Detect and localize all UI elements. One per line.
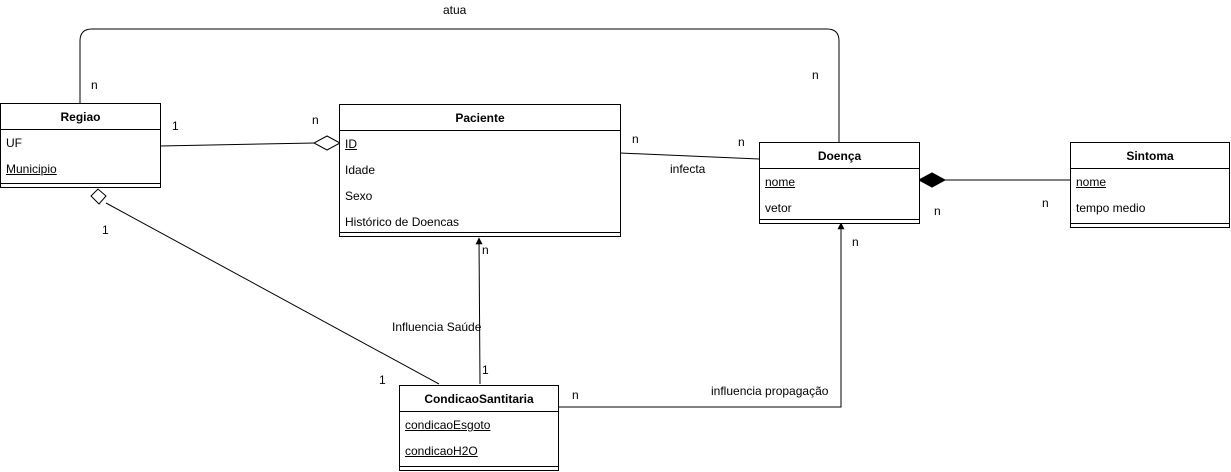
entity-regiao[interactable]: Regiao UF Municipio — [0, 103, 161, 188]
card-sintoma-doenca: n — [934, 204, 941, 218]
entity-condicao-santitaria[interactable]: CondicaoSantitaria condicaoEsgoto condic… — [399, 385, 559, 471]
entity-paciente-methods-divider — [340, 232, 620, 233]
entity-condicao-title: CondicaoSantitaria — [400, 386, 558, 412]
card-propagacao-condicao: n — [572, 388, 579, 402]
aggregation-diamond-regiao — [90, 188, 107, 205]
attribute-sexo: Sexo — [345, 189, 373, 203]
edge-influencia-saude[interactable] — [475, 237, 483, 385]
label-influencia-propagacao: influencia propagação — [711, 384, 829, 398]
attribute-id: ID — [345, 137, 357, 151]
card-saude-paciente: n — [482, 243, 489, 257]
attribute-condicao-esgoto: condicaoEsgoto — [405, 418, 491, 432]
attribute-doenca-nome: nome — [765, 175, 796, 189]
attribute-condicao-h2o: condicaoH2O — [405, 444, 478, 458]
attribute-vetor: vetor — [765, 201, 792, 215]
entity-regiao-methods-divider — [1, 183, 160, 184]
entity-doenca-methods-divider — [760, 219, 919, 220]
card-atua-doenca: n — [812, 68, 819, 82]
card-propagacao-doenca: n — [852, 235, 859, 249]
attribute-sintoma-nome: nome — [1076, 175, 1107, 189]
entity-doenca[interactable]: Doença nome vetor — [759, 142, 920, 224]
card-condicao-condicao: 1 — [379, 373, 386, 387]
edge-regiao-paciente[interactable] — [159, 142, 316, 147]
card-infecta-doenca: n — [738, 135, 745, 149]
entity-regiao-title: Regiao — [1, 104, 160, 130]
card-atua-regiao: n — [91, 78, 98, 92]
attribute-idade: Idade — [345, 163, 376, 177]
edge-influencia-propagacao[interactable] — [559, 222, 845, 408]
entity-sintoma-methods-divider — [1071, 223, 1229, 224]
attribute-tempo-medio: tempo medio — [1076, 201, 1146, 215]
attribute-historico-de-doencas: Histórico de Doencas — [345, 215, 460, 229]
entity-sintoma-title: Sintoma — [1071, 143, 1229, 169]
card-regiao-paciente-regiao: 1 — [172, 119, 179, 133]
card-condicao-regiao: 1 — [102, 223, 109, 237]
label-influencia-saude: Influencia Saúde — [392, 320, 482, 334]
entity-doenca-title: Doença — [760, 143, 919, 169]
aggregation-diamond-paciente — [312, 135, 342, 151]
label-infecta: infecta — [670, 162, 706, 176]
label-atua: atua — [443, 3, 467, 17]
composition-diamond-doenca — [917, 172, 947, 188]
attribute-uf: UF — [6, 136, 22, 150]
card-regiao-paciente-paciente: n — [312, 113, 319, 127]
card-sintoma-sintoma: n — [1042, 196, 1049, 210]
entity-condicao-methods-divider — [400, 466, 558, 467]
attribute-municipio: Municipio — [6, 162, 57, 176]
entity-paciente[interactable]: Paciente ID Idade Sexo Histórico de Doen… — [339, 104, 621, 237]
entity-sintoma[interactable]: Sintoma nome tempo medio — [1070, 142, 1230, 228]
edge-infecta[interactable] — [619, 152, 760, 160]
entity-paciente-title: Paciente — [340, 105, 620, 131]
card-infecta-paciente: n — [632, 132, 639, 146]
card-saude-condicao: 1 — [482, 363, 489, 377]
